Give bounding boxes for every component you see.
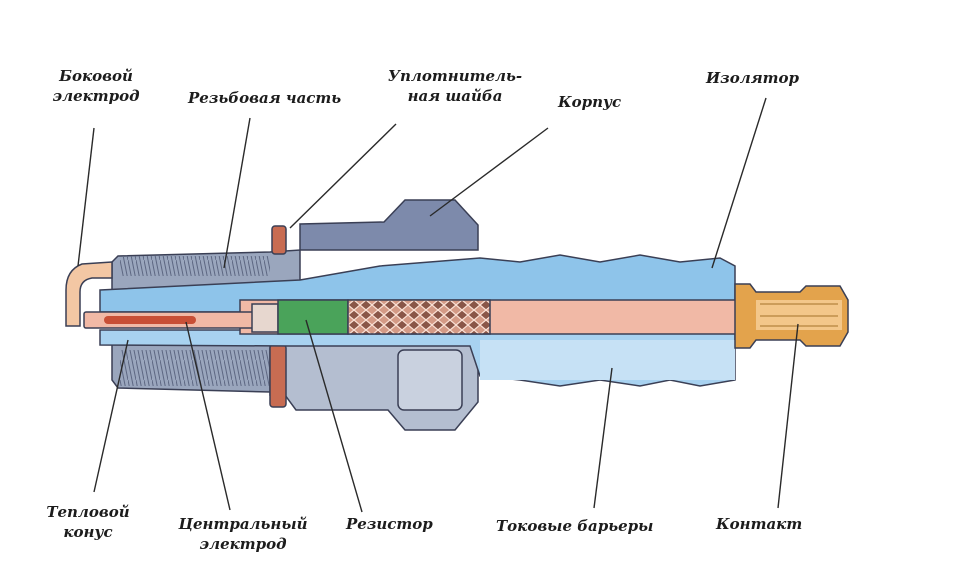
leader-lines [77, 97, 799, 513]
leader-center-electrode [185, 321, 231, 511]
label-side-electrode: Боковой электрод [52, 67, 140, 105]
housing-body [111, 199, 479, 431]
resistor-group [277, 299, 491, 335]
label-heat-cone: Тепловой конус [46, 503, 130, 541]
leader-current-barriers [593, 367, 613, 509]
seal-washer-top [271, 225, 287, 255]
label-housing: Корпус [558, 93, 622, 111]
leader-heat-cone [93, 339, 129, 493]
leader-seal-washer [289, 123, 397, 229]
label-contact: Контакт [716, 515, 803, 533]
label-center-electrode: Центральный электрод [178, 515, 308, 553]
label-insulator: Изолятор [706, 69, 800, 87]
seal-washer-bottom [269, 344, 287, 408]
label-seal-washer: Уплотнитель- ная шайба [387, 67, 523, 105]
leader-housing [429, 127, 549, 217]
leader-resistor [305, 319, 363, 513]
label-current-barriers: Токовые барьеры [496, 517, 654, 535]
label-thread: Резьбовая часть [188, 89, 342, 107]
leader-contact [777, 323, 799, 509]
label-resistor: Резистор [346, 515, 433, 533]
leader-insulator [711, 97, 767, 269]
contact-terminal [734, 283, 849, 349]
insulator-body [99, 254, 736, 387]
leader-thread [223, 117, 251, 269]
housing-hex-top [299, 199, 479, 251]
resistor-mesh [347, 299, 491, 335]
leader-side-electrode [77, 127, 95, 267]
resistor-body [277, 299, 349, 335]
side-electrode [65, 261, 113, 327]
